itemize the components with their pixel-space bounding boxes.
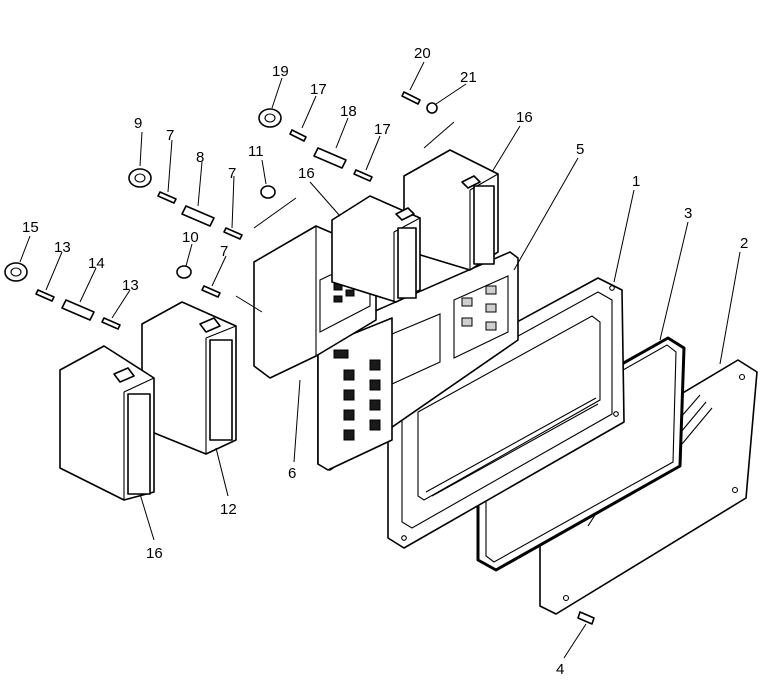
callout-21: 21 [460, 69, 477, 86]
leader-lines [19, 61, 741, 659]
rear-box-middle [331, 195, 421, 303]
screw-20 [401, 91, 421, 105]
switch-panel [317, 317, 393, 471]
callout-16c: 16 [146, 545, 163, 562]
callout-12: 12 [220, 501, 237, 518]
callout-13a: 13 [54, 239, 71, 256]
callout-15: 15 [22, 219, 39, 236]
callout-6: 6 [288, 465, 296, 482]
callout-7b: 7 [228, 165, 236, 182]
callout-7a: 7 [166, 127, 174, 144]
connector-9 [128, 168, 152, 188]
callout-7c: 7 [220, 243, 228, 260]
display-frame [387, 277, 625, 549]
callout-labels: 20 21 19 17 18 17 16 5 1 3 2 16 11 9 7 8… [22, 45, 748, 678]
connector-15 [4, 262, 28, 282]
callout-9: 9 [134, 115, 142, 132]
callout-5: 5 [576, 141, 584, 158]
callout-13b: 13 [122, 277, 139, 294]
callout-17b: 17 [374, 121, 391, 138]
nut-10 [176, 265, 192, 279]
callout-3: 3 [684, 205, 692, 222]
callout-10: 10 [182, 229, 199, 246]
callout-1: 1 [632, 173, 640, 190]
callout-2: 2 [740, 235, 748, 252]
callout-18: 18 [340, 103, 357, 120]
callout-8: 8 [196, 149, 204, 166]
callout-16a: 16 [516, 109, 533, 126]
rear-box-top [403, 149, 499, 271]
screw-4 [577, 611, 595, 625]
relay-box [141, 301, 237, 455]
callout-16b: 16 [298, 165, 315, 182]
callout-19: 19 [272, 63, 289, 80]
callout-20: 20 [414, 45, 431, 62]
connector-19 [258, 108, 282, 128]
glass-cover-panel [539, 359, 758, 615]
callout-4: 4 [556, 661, 564, 678]
nut-11 [260, 185, 276, 199]
gasket [476, 336, 686, 572]
front-box [59, 345, 155, 501]
callout-11: 11 [248, 143, 264, 160]
washer-21 [426, 102, 438, 114]
callout-17a: 17 [310, 81, 327, 98]
callout-14: 14 [88, 255, 105, 272]
pins [35, 129, 373, 330]
